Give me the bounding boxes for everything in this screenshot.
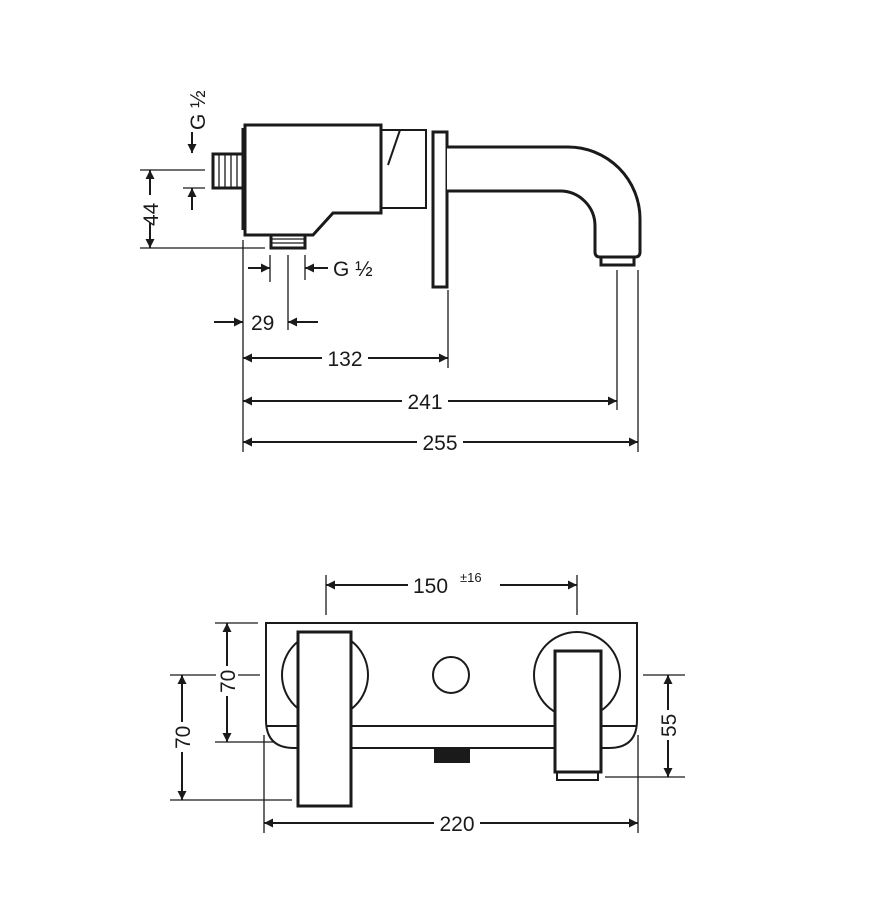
dim-spout-height-label: 55 (658, 714, 681, 737)
dim-total-label: 255 (422, 432, 457, 455)
valve-body (243, 123, 383, 237)
thread-bottom-label: G ½ (333, 258, 373, 281)
dim-outlet-label: 241 (407, 391, 442, 414)
dim-width-label: 220 (439, 813, 474, 836)
dim-height-label: 44 (140, 202, 163, 226)
dim-centers-tolerance: ±16 (460, 570, 482, 585)
outlet-block (434, 748, 470, 763)
wall-plate (431, 130, 449, 289)
handle (296, 630, 353, 808)
aerator (599, 255, 636, 267)
spout (447, 145, 642, 259)
side-view: G ½ 44 G ½ 29 132 241 255 (140, 90, 642, 455)
dim-wall-label: 132 (327, 348, 362, 371)
mixer-body (211, 123, 642, 289)
spout-aerator (556, 771, 599, 781)
center-button (432, 656, 470, 694)
front-view: 150 ±16 70 70 55 220 (170, 570, 685, 836)
dim-offset-label: 29 (251, 312, 274, 335)
thread-top-label: G ½ (187, 90, 210, 130)
inlet-nipple (211, 152, 245, 190)
dim-plate-height-label: 70 (217, 670, 240, 693)
dim-centers-label: 150 (413, 575, 448, 598)
neck (381, 129, 427, 209)
dim-handle-height-label: 70 (172, 726, 195, 749)
spout-front (553, 649, 603, 774)
outlet-nipple (269, 233, 307, 250)
